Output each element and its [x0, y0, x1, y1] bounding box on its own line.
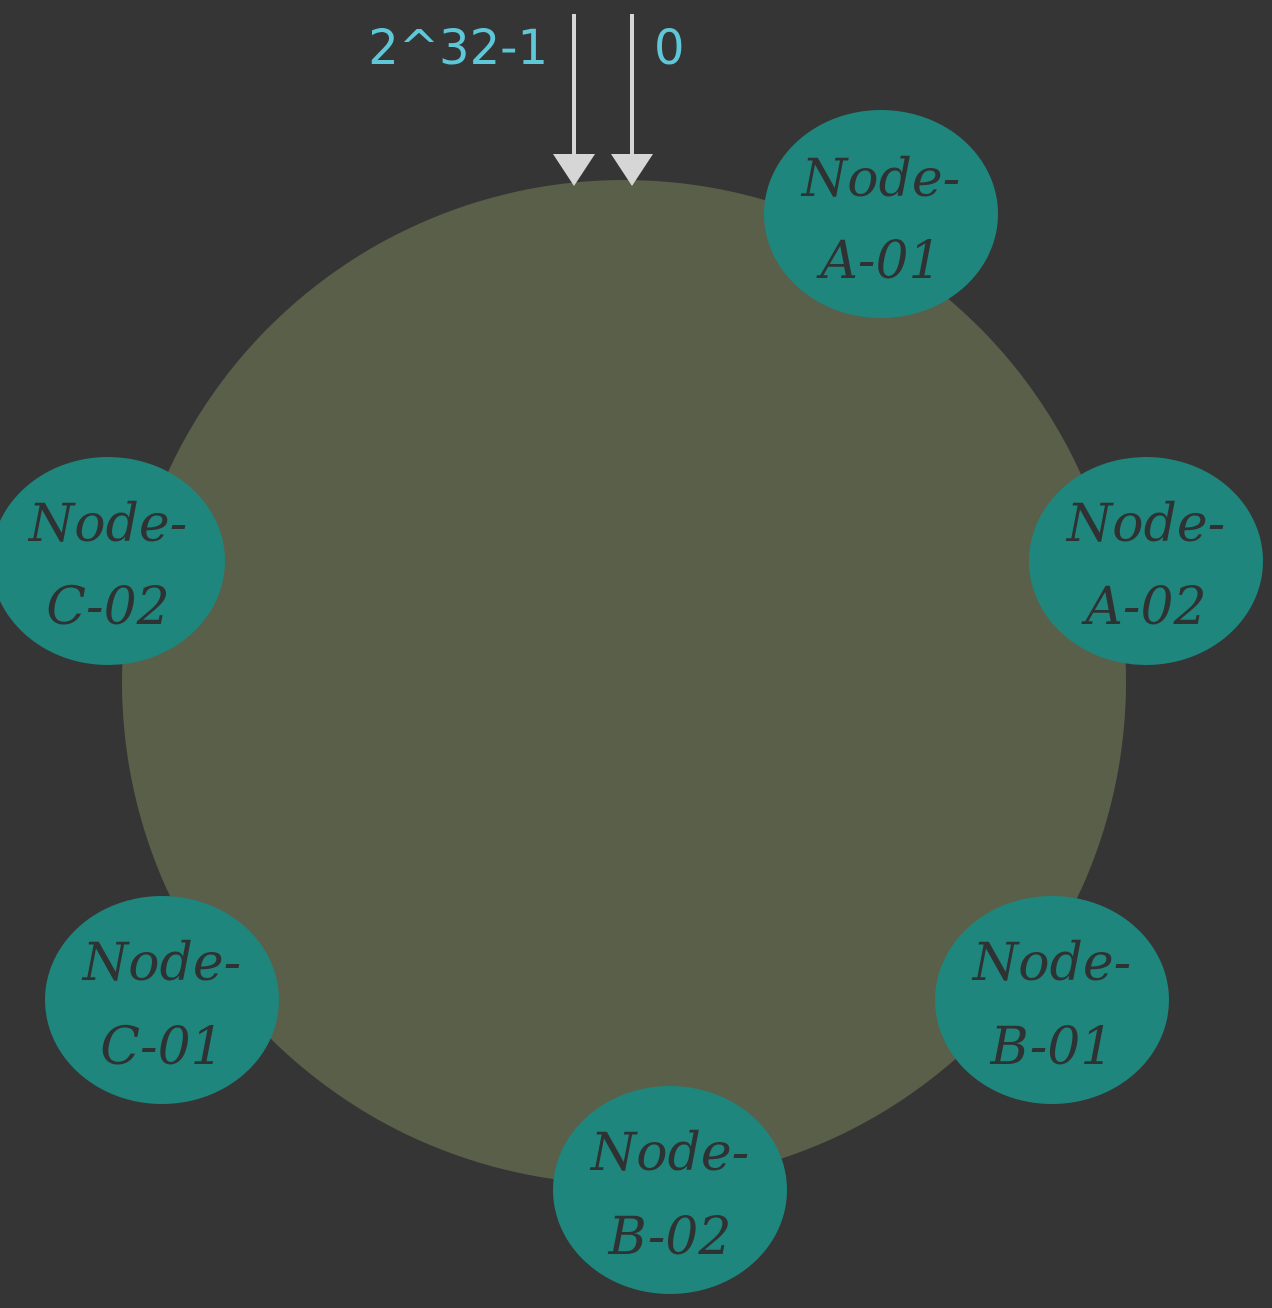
node-a-01: Node- A-01	[764, 110, 998, 318]
node-b-02-line1: Node-	[589, 1123, 749, 1183]
node-a-02-line1: Node-	[1065, 494, 1225, 554]
node-a-02: Node- A-02	[1029, 457, 1263, 665]
node-b-01-line2: B-01	[990, 1017, 1114, 1077]
zero-hash-label: 0	[654, 20, 685, 76]
node-a-01-line2: A-01	[816, 231, 941, 291]
node-c-02-line1: Node-	[27, 494, 187, 554]
node-c-01: Node- C-01	[45, 896, 279, 1104]
node-a-02-line2: A-02	[1081, 577, 1206, 637]
node-b-01: Node- B-01	[935, 896, 1169, 1104]
max-hash-label: 2^32-1	[368, 20, 548, 76]
arrow-max	[553, 14, 595, 186]
node-c-01-line1: Node-	[81, 933, 241, 993]
node-b-01-line1: Node-	[971, 933, 1131, 993]
node-c-02-line2: C-02	[46, 577, 170, 637]
arrow-zero	[611, 14, 653, 186]
hash-ring	[122, 180, 1126, 1184]
node-c-02: Node- C-02	[0, 457, 225, 665]
node-b-02-line2: B-02	[608, 1207, 732, 1267]
node-b-02: Node- B-02	[553, 1086, 787, 1294]
node-a-01-line1: Node-	[800, 149, 960, 209]
node-c-01-line2: C-01	[100, 1017, 224, 1077]
